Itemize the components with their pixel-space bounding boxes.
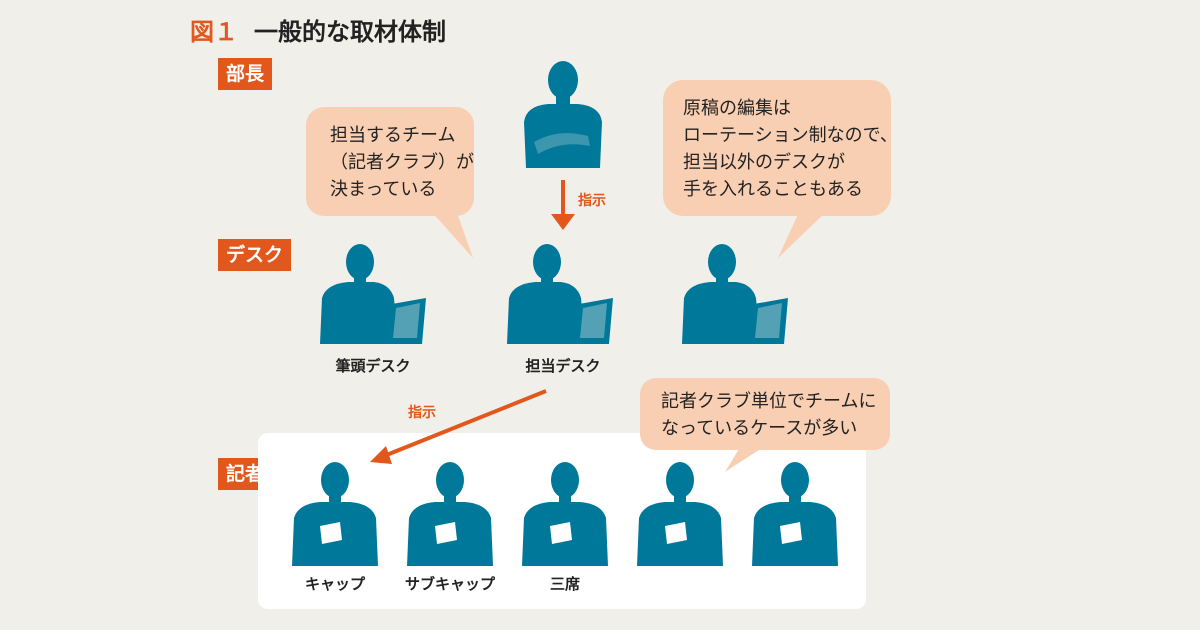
bubble-rotation-text: 原稿の編集は ローテーション制なので、 担当以外のデスクが 手を入れることもある [683,98,898,200]
role-tag-manager: 部長 [218,58,273,90]
bubble-club-text: 記者クラブ単位でチームに なっているケースが多い [661,391,877,439]
reporter-figure-5 [752,462,838,566]
reporter-label-subcap: サブキャップ [404,575,495,593]
bubble-rotation-shape [663,80,891,258]
role-tag-desk: デスク [218,239,292,271]
reporter-label-third: 三席 [549,575,580,593]
arrow-label-to-reporter: 指示 [408,405,436,421]
desk-figure-assigned [507,244,613,344]
reporter-label-cap: キャップ [304,575,365,593]
bubble-club-shape [640,378,890,472]
desk-label-assigned: 担当デスク [525,357,601,375]
arrow-label-to-desk: 指示 [578,193,606,209]
bubble-team-text: 担当するチーム （記者クラブ）が 決まっている [330,125,474,200]
reporter-figure-cap [292,462,378,566]
bubble-team-shape [306,107,474,258]
arrow-manager-to-desk [551,180,575,230]
manager-figure [524,61,602,168]
arrow-desk-to-reporter [370,389,547,464]
reporter-figure-third [522,462,608,566]
figure-number: 図１ [190,18,238,46]
desk-figure-other [682,244,788,344]
desk-figure-lead [320,244,426,344]
reporter-figure-subcap [407,462,493,566]
reporter-figure-4 [637,462,723,566]
desk-label-lead: 筆頭デスク [335,357,411,375]
figure-title: 一般的な取材体制 [254,18,446,46]
